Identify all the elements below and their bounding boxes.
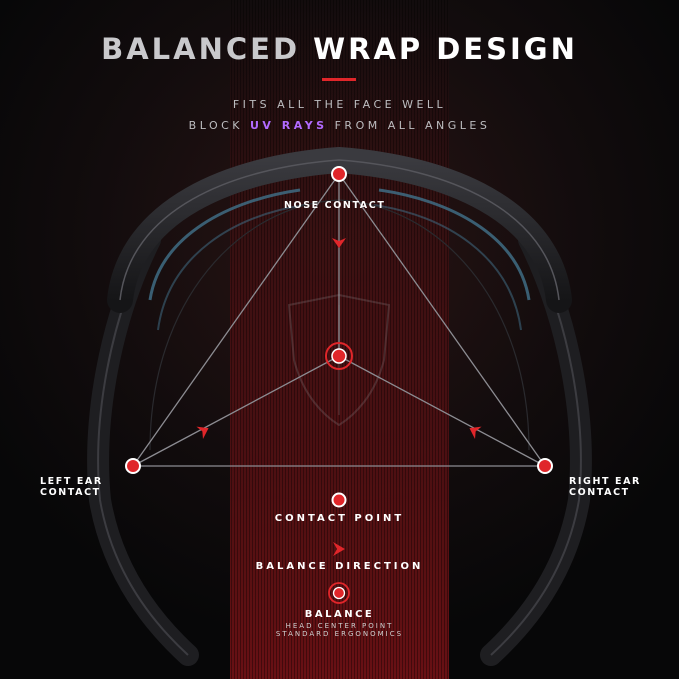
legend-balance-note-2: STANDARD ERGONOMICS (275, 630, 404, 638)
right-ear-line-1: RIGHT EAR (569, 476, 641, 487)
contact-point-right-ear (537, 458, 553, 474)
legend-balance-direction: BALANCE DIRECTION (255, 561, 424, 572)
subtitle-pre: BLOCK (188, 119, 243, 132)
balance-center-marker (325, 342, 353, 370)
legend-balance-note-1: HEAD CENTER POINT (285, 622, 394, 630)
nose-contact-label: NOSE CONTACT (284, 200, 386, 211)
legend-contact-point: CONTACT POINT (274, 513, 405, 524)
direction-arrow-right (469, 426, 482, 439)
subtitle-line-2: BLOCK UV RAYS FROM ALL ANGLES (0, 119, 679, 132)
balance-center-icon (328, 582, 350, 604)
title-part-1: BALANCED (101, 32, 301, 66)
left-ear-line-1: LEFT EAR (40, 476, 103, 487)
contact-point-icon (331, 492, 347, 508)
subtitle-line-1: FITS ALL THE FACE WELL (232, 98, 447, 111)
title-underline (322, 78, 356, 81)
legend-balance: BALANCE (304, 609, 375, 620)
page-title: BALANCED WRAP DESIGN (0, 32, 679, 66)
direction-arrow-left (196, 426, 209, 439)
right-ear-line-2: CONTACT (569, 487, 630, 498)
contact-point-nose (331, 166, 347, 182)
contact-point-left-ear (125, 458, 141, 474)
direction-arrow-top (332, 238, 346, 248)
balance-triangle (132, 173, 546, 467)
subtitle-highlight: UV RAYS (250, 119, 328, 132)
title-part-2: WRAP DESIGN (313, 32, 578, 66)
left-ear-contact-label: LEFT EAR CONTACT (40, 476, 103, 498)
right-lens-edge (378, 188, 531, 301)
right-ear-contact-label: RIGHT EAR CONTACT (569, 476, 641, 498)
balance-direction-arrow-icon (333, 542, 345, 556)
left-ear-line-2: CONTACT (40, 487, 101, 498)
subtitle-post: FROM ALL ANGLES (334, 119, 491, 132)
left-lens-edge (148, 188, 301, 301)
